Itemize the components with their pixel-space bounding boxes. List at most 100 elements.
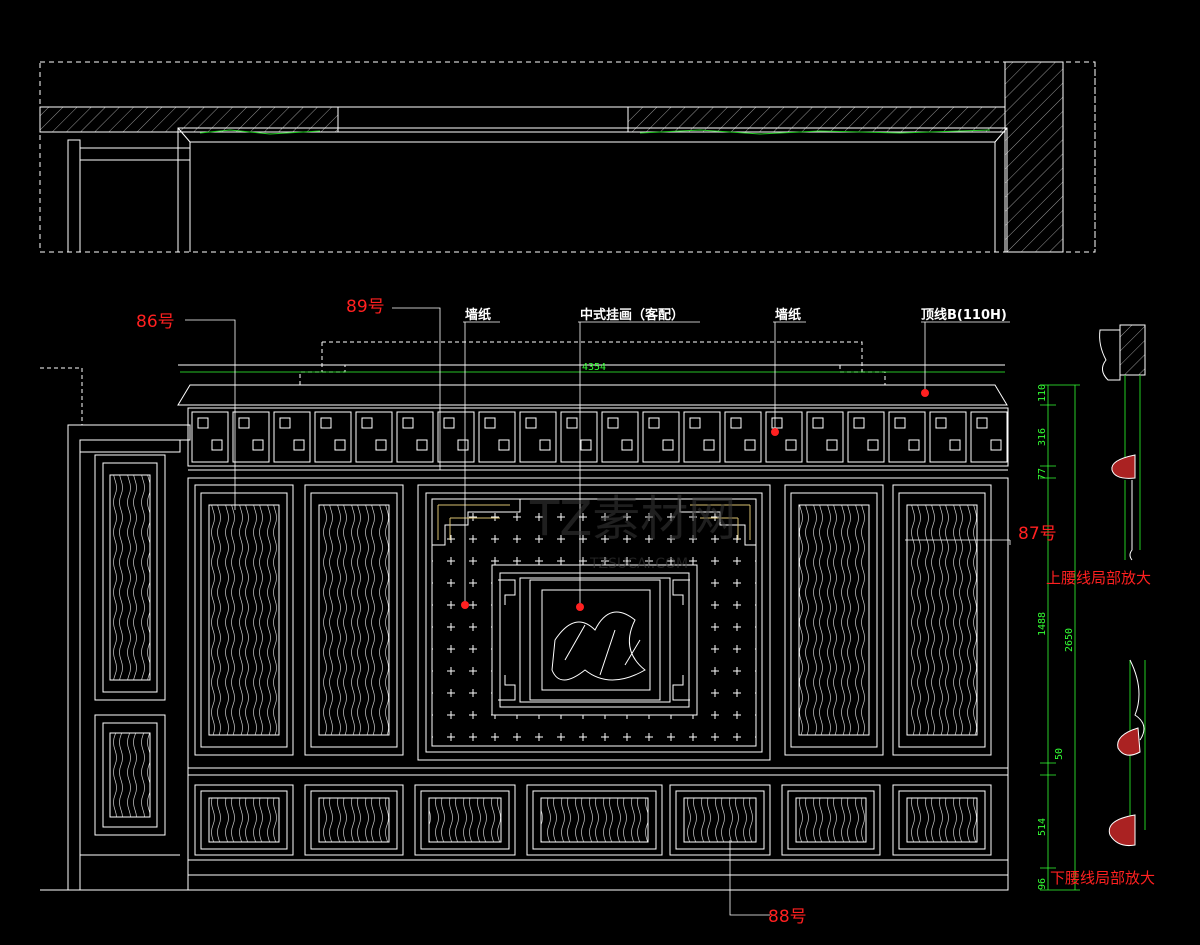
fret-square bbox=[867, 439, 879, 451]
dimension-chain bbox=[180, 371, 1080, 891]
fret-square bbox=[744, 439, 756, 451]
dim-2650: 2650 bbox=[1064, 628, 1075, 652]
fret-cell bbox=[970, 411, 1008, 463]
fret-square bbox=[853, 417, 865, 429]
dim-316: 316 bbox=[1037, 428, 1048, 446]
ceiling-plan-section bbox=[39, 61, 1096, 253]
upper-panel-inner bbox=[310, 492, 398, 748]
lower-panel-frame bbox=[669, 784, 771, 856]
upper-panel-veneer bbox=[208, 504, 280, 736]
fret-square bbox=[703, 439, 715, 451]
callout-86: 86号 bbox=[136, 312, 175, 332]
marker-dot bbox=[771, 428, 779, 436]
lower-panel-veneer bbox=[540, 797, 649, 843]
label-cornice: 顶线B(110H) bbox=[921, 307, 1007, 323]
upper-panel-frame bbox=[304, 484, 404, 756]
lower-panel-inner bbox=[310, 790, 398, 850]
fret-square bbox=[976, 417, 988, 429]
fret-square bbox=[689, 417, 701, 429]
fret-cell bbox=[314, 411, 352, 463]
lower-panel-frame bbox=[304, 784, 404, 856]
fret-square bbox=[402, 417, 414, 429]
fret-square bbox=[416, 439, 428, 451]
fret-square bbox=[826, 439, 838, 451]
lower-panel-inner bbox=[420, 790, 510, 850]
frieze-fret-pattern bbox=[191, 411, 1008, 463]
fret-square bbox=[484, 417, 496, 429]
fret-square bbox=[580, 439, 592, 451]
fret-cell bbox=[232, 411, 270, 463]
fret-cell bbox=[683, 411, 721, 463]
lower-panel-veneer bbox=[683, 797, 757, 843]
leader-lines bbox=[185, 307, 1011, 916]
label-wallpaper-right: 墙纸 bbox=[775, 307, 801, 323]
watermark-brand: TZ素材网 bbox=[529, 491, 736, 547]
fret-square bbox=[498, 439, 510, 451]
label-wallpaper-left: 墙纸 bbox=[465, 307, 491, 323]
fret-square bbox=[621, 439, 633, 451]
upper-panel-inner bbox=[898, 492, 986, 748]
fret-cell bbox=[888, 411, 926, 463]
fret-cell bbox=[601, 411, 639, 463]
fret-square bbox=[211, 439, 223, 451]
label-upper-waist-detail: 上腰线局部放大 bbox=[1046, 569, 1151, 587]
fret-square bbox=[949, 439, 961, 451]
callout-89: 89号 bbox=[346, 297, 385, 317]
fret-square bbox=[457, 439, 469, 451]
fret-cell bbox=[478, 411, 516, 463]
label-painting: 中式挂画（客配） bbox=[580, 307, 684, 323]
fret-square bbox=[730, 417, 742, 429]
lower-waist-profile-detail bbox=[1108, 659, 1146, 846]
fret-square bbox=[785, 439, 797, 451]
fret-square bbox=[990, 439, 1002, 451]
upper-panel-veneer bbox=[318, 504, 390, 736]
fret-square bbox=[197, 417, 209, 429]
upper-panel-veneer bbox=[906, 504, 978, 736]
fret-cell bbox=[519, 411, 557, 463]
lower-panel-veneer bbox=[208, 797, 280, 843]
upper-panel-frame bbox=[892, 484, 992, 756]
lower-panel-inner bbox=[787, 790, 875, 850]
upper-panel-inner bbox=[790, 492, 878, 748]
lower-panel-veneer bbox=[428, 797, 502, 843]
fret-square bbox=[908, 439, 920, 451]
dim-77: 77 bbox=[1037, 468, 1048, 480]
lower-panel-frame bbox=[781, 784, 881, 856]
lower-panel-veneer bbox=[318, 797, 390, 843]
leader-dots bbox=[461, 389, 929, 611]
dim-110: 110 bbox=[1037, 384, 1048, 402]
left-side-wall bbox=[40, 367, 200, 891]
fret-square bbox=[361, 417, 373, 429]
fret-cell bbox=[355, 411, 393, 463]
fret-square bbox=[539, 439, 551, 451]
upper-panel-inner bbox=[200, 492, 288, 748]
fret-cell bbox=[191, 411, 229, 463]
fret-square bbox=[443, 417, 455, 429]
lower-panel-inner bbox=[532, 790, 657, 850]
lower-panel-veneer bbox=[906, 797, 978, 843]
dimension-texts: 4354 110 316 77 1488 2650 50 514 96 bbox=[582, 362, 1075, 890]
upper-panel-veneer bbox=[798, 504, 870, 736]
lower-panel-veneer bbox=[795, 797, 867, 843]
fret-cell bbox=[642, 411, 680, 463]
dim-1488: 1488 bbox=[1037, 612, 1048, 636]
fret-cell bbox=[396, 411, 434, 463]
upper-wall-panels bbox=[194, 484, 992, 756]
marker-dot bbox=[576, 603, 584, 611]
fret-square bbox=[648, 417, 660, 429]
label-lower-waist-detail: 下腰线局部放大 bbox=[1050, 869, 1155, 887]
lower-panel-inner bbox=[898, 790, 986, 850]
fret-cell bbox=[437, 411, 475, 463]
fret-square bbox=[293, 439, 305, 451]
fret-square bbox=[279, 417, 291, 429]
marker-dot bbox=[461, 601, 469, 609]
lower-wall-panels bbox=[194, 784, 992, 856]
callout-87: 87号 bbox=[1018, 524, 1057, 544]
fret-square bbox=[662, 439, 674, 451]
fret-square bbox=[812, 417, 824, 429]
fret-cell bbox=[806, 411, 844, 463]
lower-panel-frame bbox=[414, 784, 516, 856]
fret-square bbox=[566, 417, 578, 429]
